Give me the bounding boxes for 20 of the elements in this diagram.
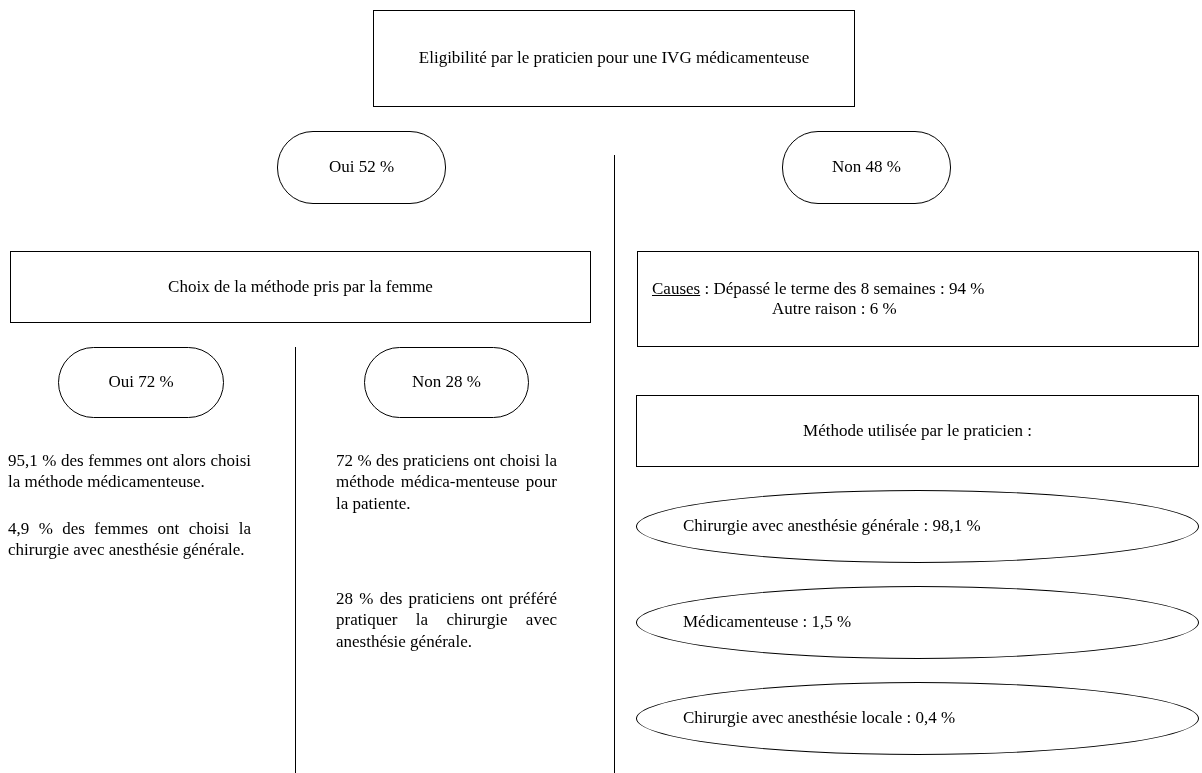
node-text: Médicamenteuse : 1,5 % [683, 612, 852, 633]
process-box [636, 395, 1199, 467]
node-text: Oui 72 % [108, 372, 174, 393]
paragraph-text: 28 % des praticiens ont préféré pratiquer la chirurgie avec anesthésie générale. [336, 588, 557, 652]
node-text: Autre raison : 6 % [771, 299, 897, 320]
node-text: Méthode utilisée par le praticien : [803, 420, 1032, 442]
process-box [373, 10, 855, 107]
paragraph-text: 72 % des praticiens ont choisi la méthode médica-menteuse pour la patiente. [336, 450, 557, 514]
process-box [637, 251, 1199, 347]
node-text: Causes : Dépassé le terme des 8 semaines : 94 % [652, 278, 986, 299]
node-text: Chirurgie avec anesthésie générale : 98,1 % [683, 516, 981, 537]
node-text: Non 48 % [832, 157, 901, 178]
node-text: Choix de la méthode pris par la femme [168, 276, 433, 298]
node-text: Eligibilité par le praticien pour une IVG médicamenteuse [418, 48, 810, 69]
node-text: Non 28 % [412, 372, 481, 393]
node-text: Chirurgie avec anesthésie locale : 0,4 % [683, 708, 956, 729]
process-box [10, 251, 591, 323]
paragraph-text: 95,1 % des femmes ont alors choisi la méthode médicamenteuse. [8, 450, 251, 493]
paragraph-text: 4,9 % des femmes ont choisi la chirurgie avec anesthésie générale. [8, 518, 251, 561]
node-text: Oui 52 % [328, 157, 395, 178]
